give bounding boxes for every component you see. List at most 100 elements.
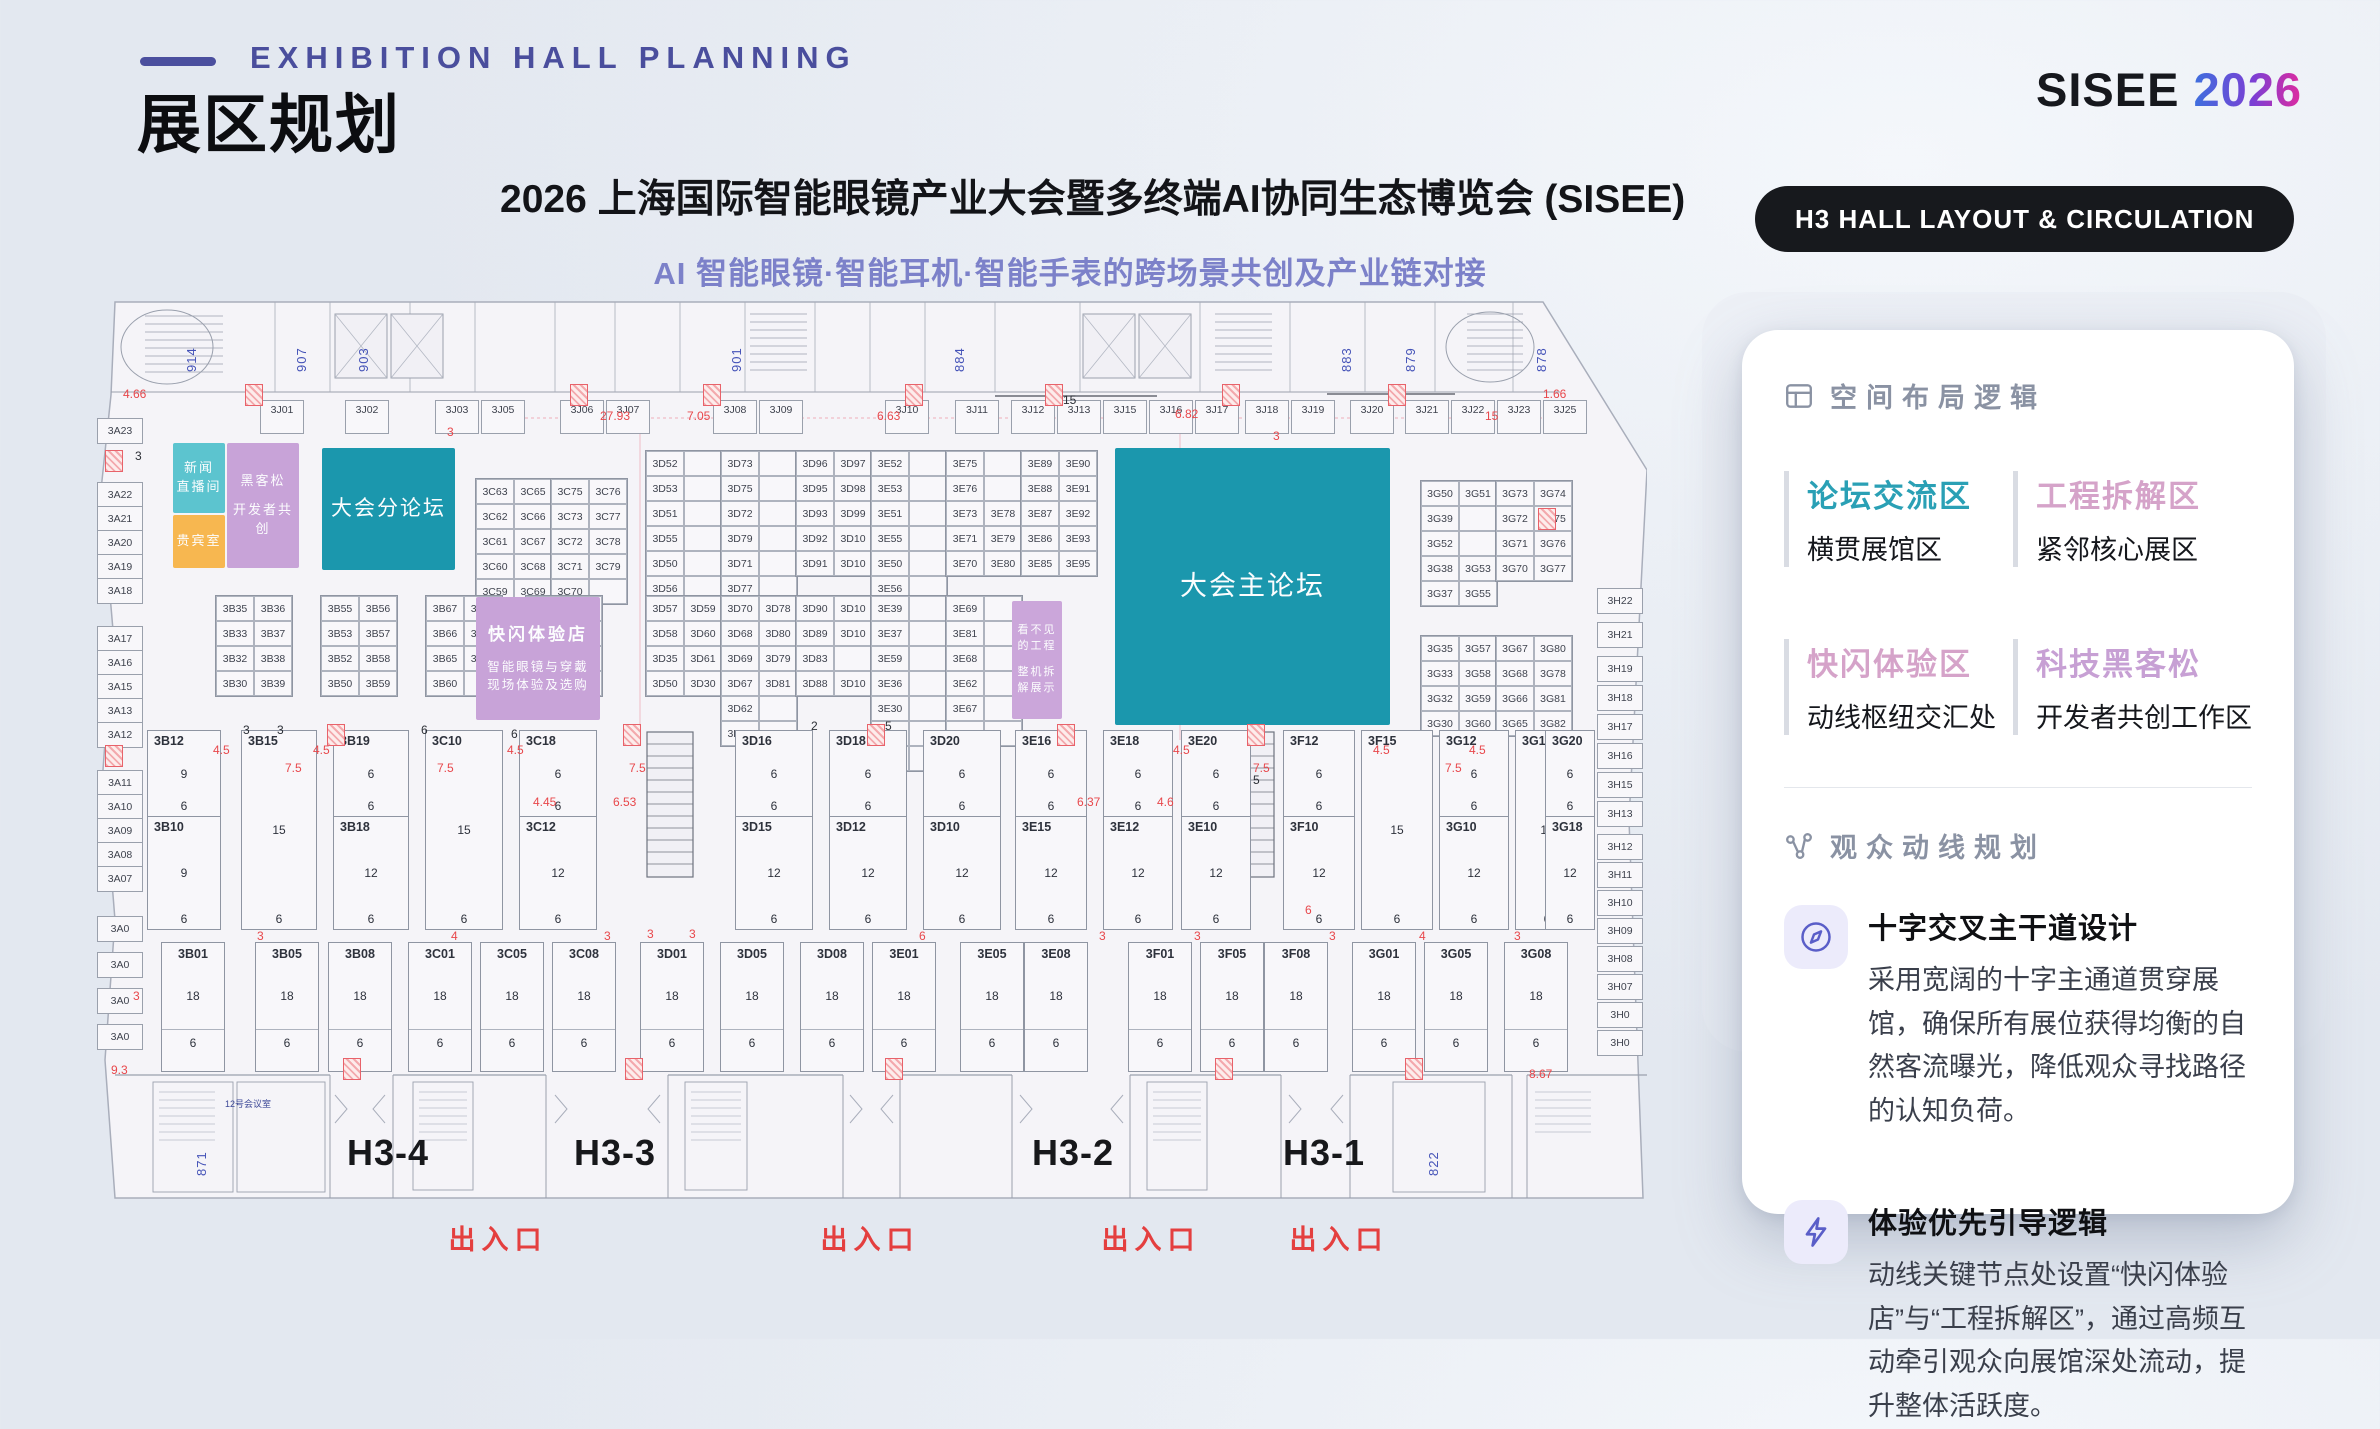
booth-3B66: 3B66 [426,621,464,646]
dim-label: 3 [1194,929,1201,943]
booth-3D52: 3D52 [646,451,684,476]
door-marker-icon [1222,384,1240,406]
booth-empty [759,551,797,576]
section-title: 观众动线规划 [1830,833,2046,863]
booth-block: 3D703D783D683D803D693D793D673D813D623D66… [720,595,798,747]
booth-3C60: 3C60 [476,554,514,579]
booth-3G66: 3G66 [1496,686,1534,711]
booth-3D72: 3D72 [721,501,759,526]
booth-3C63: 3C63 [476,479,514,504]
booth-3H18: 3H18 [1597,685,1643,711]
booth-3D80: 3D80 [759,621,797,646]
flow-item-cross-aisle: 十字交叉主干道设计 采用宽阔的十字主通道贯穿展馆，确保所有展位获得均衡的自然客流… [1784,905,2252,1134]
door-marker-icon [1215,1058,1233,1080]
booth-3E85: 3E85 [1021,551,1059,576]
booth-3E51: 3E51 [871,501,909,526]
booth-3A0: 3A0 [97,952,143,978]
booth-3A23: 3A23 [97,418,143,444]
dim-label: 9.3 [111,1063,128,1077]
door-marker-icon [1388,384,1406,406]
booth-3G35: 3G35 [1421,636,1459,661]
booth-3A12: 3A12 [97,722,143,748]
section-space-layout: 空间布局逻辑 [1784,376,2252,415]
booth-3D10: 3D10 [834,526,872,551]
booth-3D30: 3D30 [684,671,722,696]
booth-empty [684,501,722,526]
gate-label-H3-4: H3-4 [346,1132,430,1173]
booth-3H10: 3H10 [1597,890,1643,916]
booth-3D50: 3D50 [646,671,684,696]
booth-3E80: 3E80 [984,551,1022,576]
dim-label: 7.5 [629,761,646,775]
booth-3A15: 3A15 [97,674,143,700]
door-marker-icon [1057,724,1075,746]
booth-3H21: 3H21 [1597,622,1643,648]
booth-empty [909,476,947,501]
booth-3G72: 3G72 [1496,506,1534,531]
booth-3C71: 3C71 [551,554,589,579]
booth-3H13: 3H13 [1597,801,1643,827]
booth-3H12: 3H12 [1597,834,1643,860]
booth-empty [759,451,797,476]
booth-3D57: 3D57 [646,596,684,621]
booth-3D95: 3D95 [796,476,834,501]
booth-3B55: 3B55 [321,596,359,621]
booth-3C62: 3C62 [476,504,514,529]
eyebrow-title: EXHIBITION HALL PLANNING [250,40,857,75]
booth-3H22: 3H22 [1597,588,1643,614]
booth-3J03: 3J03 [435,400,479,434]
booth-3A10: 3A10 [97,794,143,820]
booth-3G78: 3G78 [1534,661,1572,686]
dim-label: 27.93 [600,409,631,423]
booth-empty [909,646,947,671]
door-marker-icon [1045,384,1063,406]
booth-empty [834,646,872,671]
booth-3D70: 3D70 [721,596,759,621]
booth-3D51: 3D51 [646,501,684,526]
booth-3B56: 3B56 [359,596,397,621]
door-marker-icon [1247,724,1265,746]
booth-3A0: 3A0 [97,988,143,1014]
booth-3G77: 3G77 [1534,556,1572,581]
booth-empty [759,501,797,526]
booth-3E50: 3E50 [871,551,909,576]
door-marker-icon [625,1058,643,1080]
booth-3A09: 3A09 [97,818,143,844]
booth-3G55: 3G55 [1459,581,1497,606]
booth-3J23: 3J23 [1497,400,1541,434]
exit-label: 出入口 [1101,1225,1201,1255]
booth-3D10: 3D10 [834,596,872,621]
booth-3J18: 3J18 [1245,400,1289,434]
booth-3G58: 3G58 [1459,661,1497,686]
booth-3G57: 3G57 [1459,636,1497,661]
sisee-logo: SISEE 2026 [2036,62,2302,117]
booth-empty [684,476,722,501]
booth-3J20: 3J20 [1350,400,1394,434]
booth-3D88: 3D88 [796,671,834,696]
booth-empty [759,526,797,551]
door-marker-icon [703,384,721,406]
room-number-822: 822 [1426,1151,1441,1176]
dim-label: 3 [135,449,142,463]
